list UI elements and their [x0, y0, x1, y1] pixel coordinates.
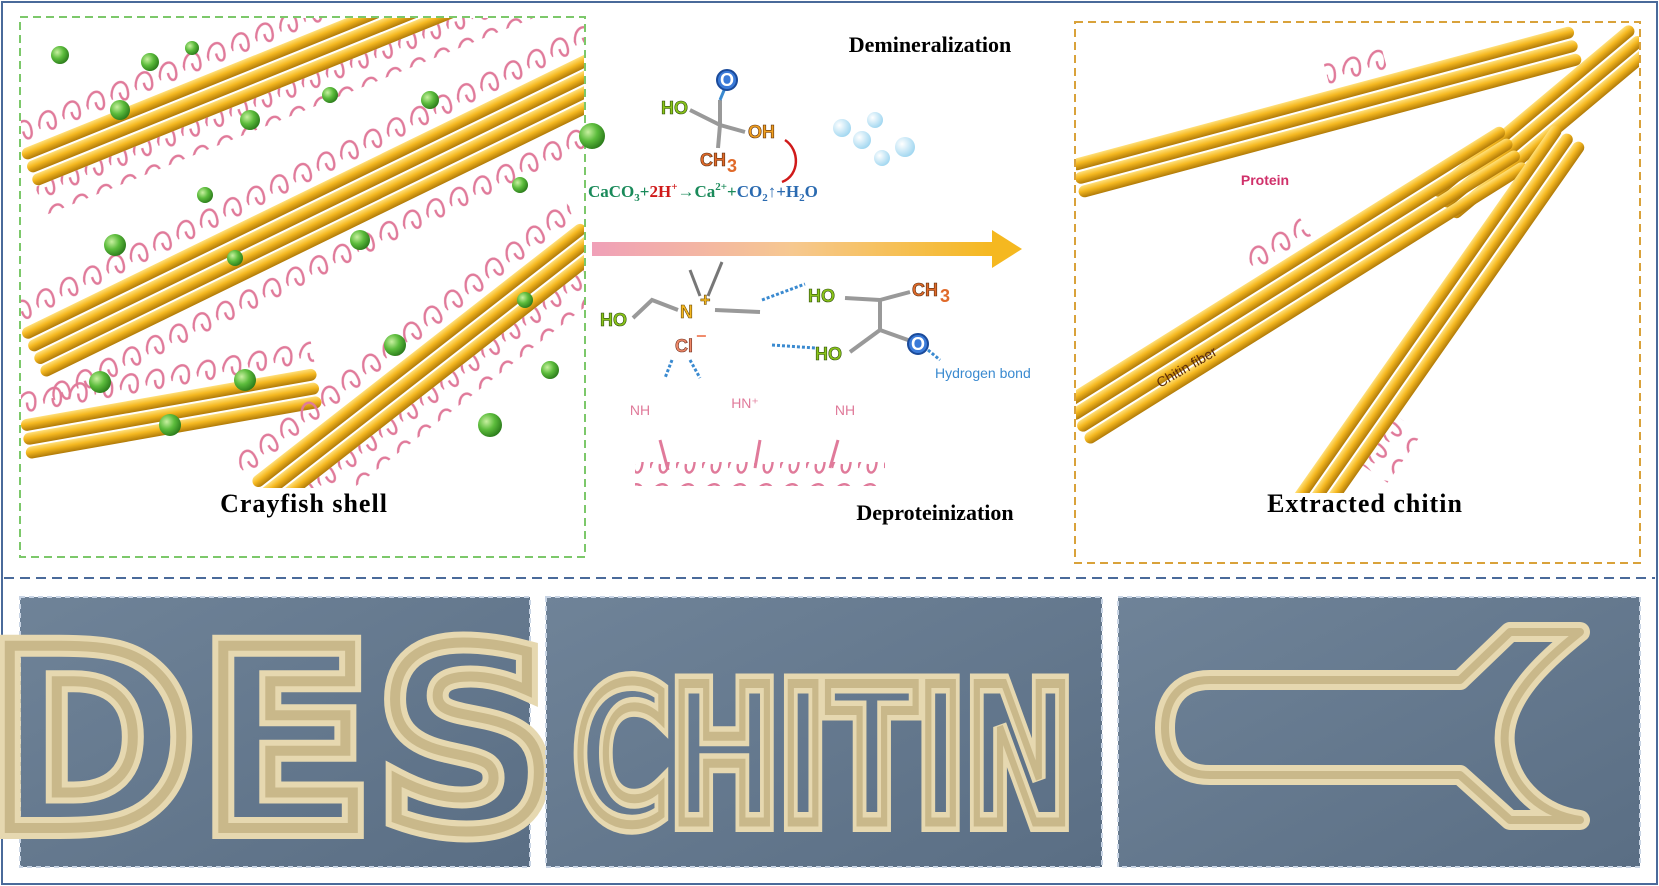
fiber-bundles-right	[1076, 25, 1639, 493]
extracted-chitin-panel: Protein Chitin fiber Extracted chitin	[1074, 21, 1641, 564]
deproteinization-label: Deproteinization	[856, 500, 1013, 525]
lactic-acid-molecule: O HO OH CH 3	[661, 69, 798, 184]
protein-group-3: NH	[835, 402, 855, 418]
lactic-ch3-sub: 3	[727, 156, 737, 176]
right-panel-caption: Extracted chitin	[1267, 489, 1463, 518]
acid2-ch3-sub: 3	[940, 286, 950, 306]
left-panel-caption: Crayfish shell	[220, 489, 388, 518]
choline-ho-label: HO	[600, 310, 627, 330]
green-particle-icon	[579, 123, 605, 149]
protein-label: Protein	[1241, 172, 1289, 188]
choline-chloride-molecule: HO N + Cl −	[600, 261, 761, 379]
photo-chitin-text: CHITIN	[574, 646, 1074, 867]
process-arrow	[592, 230, 1022, 268]
hydrogen-bond-label: Hydrogen bond	[935, 365, 1031, 381]
protein-chain: NH HN⁺ NH	[630, 395, 885, 486]
lactic-ch3-label: CH	[700, 150, 726, 170]
photo-wrench	[1117, 596, 1641, 868]
protein-group-1: NH	[630, 402, 650, 418]
choline-n-label: N	[680, 302, 693, 322]
lactic-o-atom: O	[720, 70, 734, 90]
acid2-ch3-label: CH	[912, 280, 938, 300]
printed-samples-row: DES DES CHITIN CHITIN	[0, 585, 1641, 886]
lactic-acid-molecule-2: HO CH 3 HO O	[761, 280, 950, 364]
wrench-shape	[1155, 622, 1590, 830]
demineralization-equation: CaCO3+2H+→Ca2++CO2↑+H2O	[588, 181, 818, 204]
co2-bubbles	[833, 112, 915, 166]
photo-des: DES DES	[0, 585, 568, 886]
photo-des-text-core: DES	[0, 596, 563, 886]
process-center: Demineralization O HO OH CH 3 C	[579, 32, 1031, 525]
lactic-oh-label: OH	[748, 122, 775, 142]
demineralization-label: Demineralization	[849, 32, 1012, 57]
acid2-ho-bottom: HO	[815, 344, 842, 364]
choline-cl-label: Cl	[675, 336, 693, 356]
protein-group-2: HN⁺	[731, 395, 759, 411]
fiber-bundles-left	[21, 18, 584, 488]
crayfish-shell-panel: Crayfish shell	[19, 16, 586, 558]
choline-cl-charge: −	[696, 326, 707, 346]
lactic-ho-label: HO	[661, 98, 688, 118]
photo-des-text: DES	[0, 596, 563, 886]
acid2-o-atom: O	[911, 334, 925, 354]
calcium-carbonate-particles	[51, 41, 559, 437]
photo-chitin: CHITIN CHITIN	[545, 596, 1103, 877]
choline-n-charge: +	[700, 290, 711, 310]
photo-chitin-text-core: CHITIN	[574, 646, 1074, 867]
acid2-ho-top: HO	[808, 286, 835, 306]
